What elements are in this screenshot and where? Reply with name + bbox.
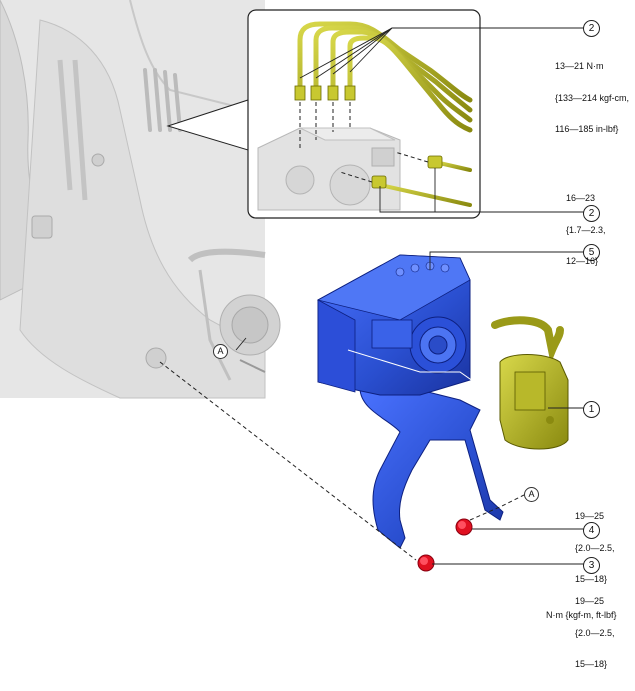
callout-4-bolt: 4 — [583, 522, 600, 539]
torque-spec-brake-pipe-ecu: 13—21 N·m {133—214 kgf-cm, 116—185 in-lb… — [555, 61, 630, 134]
torque-spec-bolt-3: 19—25 {2.0—2.5, 15—18} — [575, 596, 615, 669]
callout-2-pipe-lower: 2 — [583, 205, 600, 222]
units-note: N·m {kgf-m, ft-lbf} — [546, 610, 617, 620]
diagram-canvas — [0, 0, 584, 572]
leader-lines — [235, 251, 584, 565]
vehicle-body-background — [0, 0, 281, 399]
install-lines — [159, 361, 525, 561]
callout-1-sensor: 1 — [583, 401, 600, 418]
torque-spec-brake-pipe-nut: 16—23 {1.7—2.3, 12—16} — [566, 193, 606, 266]
callout-3-bolt: 3 — [583, 557, 600, 574]
callout-2-pipe-upper: 2 — [583, 20, 600, 37]
torque-spec-bolt-4: 19—25 {2.0—2.5, 15—18} — [575, 511, 615, 584]
reference-mark-a-bracket: A — [524, 487, 539, 502]
brake-pipes-inset — [297, 21, 473, 207]
mounting-bolts — [417, 518, 473, 572]
exploded-view-diagram: 2 2 5 1 4 3 A A 13—21 N·m {133—214 kgf-c… — [0, 0, 630, 669]
sensor-component — [491, 316, 569, 450]
callout-5-hydraulic-unit: 5 — [583, 244, 600, 261]
bolt-3 — [417, 554, 435, 572]
hydraulic-unit — [316, 254, 504, 549]
bolt-4 — [455, 518, 473, 536]
flare-nuts-inset — [294, 85, 443, 189]
detail-inset — [247, 9, 584, 219]
reference-mark-a-vehicle: A — [213, 344, 228, 359]
